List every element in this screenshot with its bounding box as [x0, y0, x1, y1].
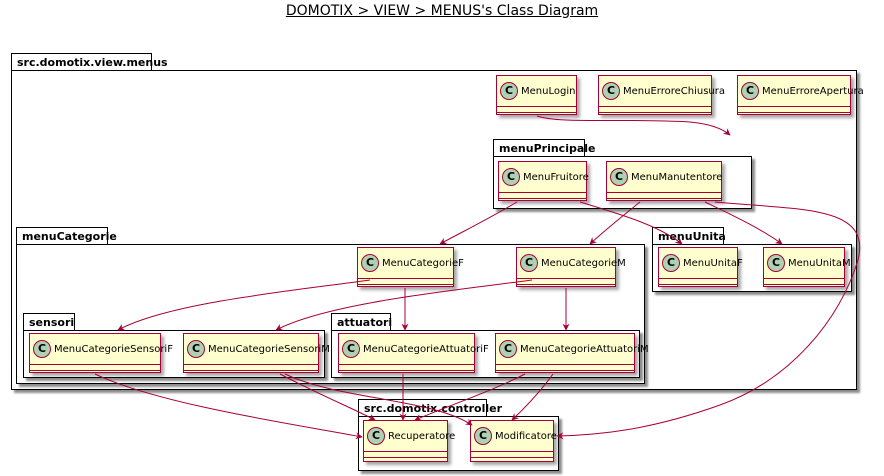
class-name: MenuCategorieF [382, 257, 464, 269]
class-icon: C [474, 427, 492, 445]
package-tab-menus: src.domotix.view.menus [11, 53, 168, 71]
package-attuatori [331, 330, 640, 378]
class-name: MenuCategorieAttuatoriM [520, 343, 649, 355]
class-name: MenuCategorieSensoriF [54, 343, 173, 355]
edge-menucategoriem-sensorim [275, 279, 533, 331]
edge-menumanutentore-menucategoriem [589, 201, 641, 245]
edge-attuatorim-recuperatore [414, 373, 526, 421]
class-name: Modificatore [495, 430, 557, 442]
package-tab-menu-principale: menuPrincipale [493, 139, 596, 157]
edge-menufruitore-menucategorief [439, 201, 518, 245]
edge-sensorif-recuperatore [94, 373, 363, 440]
package-menu-categorie [16, 244, 645, 384]
class-name: MenuFruitore [523, 171, 589, 183]
class-icon: C [33, 340, 51, 358]
class-icon: C [187, 340, 205, 358]
class-name: MenuErroreApertura [762, 85, 864, 97]
package-sensori [23, 330, 325, 378]
class-icon: C [662, 254, 680, 272]
class-icon: C [367, 427, 385, 445]
class-name: MenuCategorieSensoriM [208, 343, 330, 355]
class-name: MenuLogin [521, 85, 576, 97]
class-name: MenuCategorieAttuatoriF [363, 343, 489, 355]
package-tab-menu-categorie: menuCategorie [16, 227, 117, 245]
package-menu-unita [652, 244, 852, 292]
class-name: MenuCategorieM [541, 257, 626, 269]
edge-menufruitore-menuunitaf [579, 201, 683, 245]
class-name: MenuManutentore [631, 171, 723, 183]
package-tab-controller: src.domotix.controller [358, 399, 502, 417]
edge-menumanutentore-menuunitam [704, 201, 783, 245]
class-icon: C [520, 254, 538, 272]
class-icon: C [499, 340, 517, 358]
class-icon: C [741, 82, 759, 100]
package-tab-menu-unita: menuUnita [652, 227, 726, 245]
edge-menumanutentore-modificatore [556, 201, 861, 440]
class-icon: C [500, 82, 518, 100]
package-controller [358, 416, 559, 471]
class-icon: C [361, 254, 379, 272]
class-name: Recuperatore [388, 430, 456, 442]
class-name: MenuErroreChiusura [623, 85, 725, 97]
edge-sensorim-modificatore [284, 373, 473, 426]
package-tab-attuatori: attuatori [331, 313, 392, 331]
edge-sensorim-recuperatore [279, 373, 376, 421]
class-icon: C [342, 340, 360, 358]
class-icon: C [767, 254, 785, 272]
edge-menucategorief-sensorif [117, 279, 371, 331]
package-menu-principale [493, 156, 752, 209]
edge-menulogin-menuprincipale [536, 115, 731, 136]
class-icon: C [502, 168, 520, 186]
class-name: MenuUnitaM [788, 257, 851, 269]
diagram-title: DOMOTIX > VIEW > MENUS's Class Diagram [285, 3, 599, 19]
package-menus [11, 70, 857, 390]
class-icon: C [602, 82, 620, 100]
class-icon: C [610, 168, 628, 186]
edge-attuatorim-modificatore [511, 373, 554, 421]
class-name: MenuUnitaF [683, 257, 743, 269]
package-tab-sensori: sensori [23, 313, 75, 331]
